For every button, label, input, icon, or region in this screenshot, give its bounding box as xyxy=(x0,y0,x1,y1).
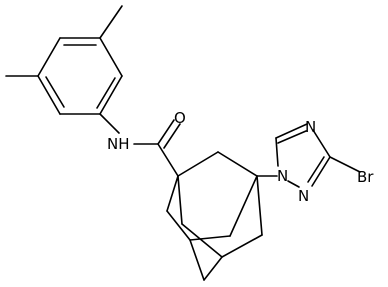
ring-bond xyxy=(37,37,61,77)
cage-bond xyxy=(177,151,219,177)
dimethylphenyl-ring xyxy=(37,37,123,115)
ring-double-bond xyxy=(45,76,65,108)
triazole-bond xyxy=(287,180,300,188)
triazole-bond xyxy=(275,137,279,167)
bromine-label: Br xyxy=(357,168,374,186)
bromotriazole-ring xyxy=(275,123,361,188)
cage-bond xyxy=(189,235,231,241)
ring-bond xyxy=(99,75,123,115)
triazole-double-bond xyxy=(275,123,308,139)
triazole-n2-label: N xyxy=(298,187,309,205)
triazole-double-bond xyxy=(307,156,325,183)
triazole-n4-label: N xyxy=(305,118,316,136)
ring-double-bond xyxy=(96,77,116,109)
adamantane-cage xyxy=(166,151,263,281)
cage-bond xyxy=(177,175,183,225)
triazole-n1-label: N xyxy=(277,167,288,185)
carbonyl-double-bond xyxy=(157,119,175,145)
triazole-bond xyxy=(312,129,331,158)
carbonyl-cage-bond xyxy=(157,143,179,177)
c-br-bond xyxy=(329,156,361,173)
oxygen-label: O xyxy=(174,109,186,127)
carbonyl-double-bond xyxy=(163,123,181,149)
nh-label: NH xyxy=(107,135,130,153)
triazole-double-bond xyxy=(311,156,331,187)
cage-bond xyxy=(221,234,263,258)
cage-bond xyxy=(229,175,258,237)
cage-bond xyxy=(217,151,258,177)
ring-bond xyxy=(99,37,123,77)
cage-bond xyxy=(166,175,179,212)
aryl-n-bond xyxy=(99,113,120,134)
cage-bond xyxy=(203,256,223,281)
cage-bond xyxy=(181,223,223,258)
triazole-double-bond xyxy=(277,130,307,144)
ring-bond xyxy=(37,75,61,115)
methyl-bond-top xyxy=(99,5,123,39)
cage-bond xyxy=(256,175,263,236)
cage-bond xyxy=(189,239,205,281)
cage-bond xyxy=(166,210,191,241)
